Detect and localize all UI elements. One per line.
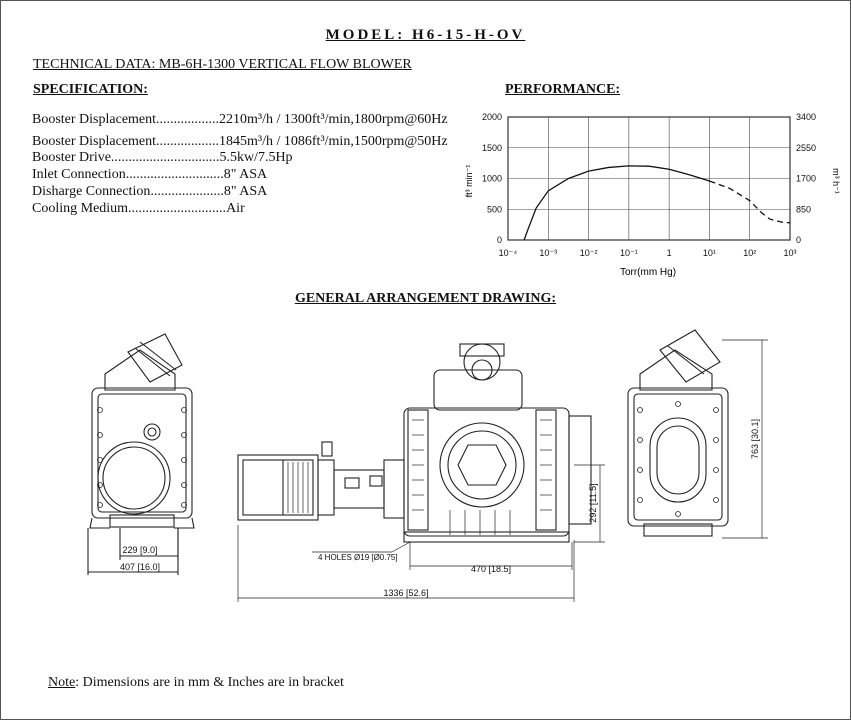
y-tick-label-left: 500 [487, 204, 502, 214]
y-tick-label-left: 2000 [482, 112, 502, 122]
ga-drawing: 229 [9.0] 407 [16.0] 4 HOLES Ø19 [Ø0.75]… [87, 329, 768, 602]
x-tick-label: 10⁻⁴ [499, 248, 518, 258]
note-text: : Dimensions are in mm & Inches are in b… [75, 675, 344, 690]
model-title: MODEL: H6-15-H-OV [325, 27, 526, 43]
y-axis-label-left: ft³ min⁻¹ [464, 165, 474, 198]
spec-row: Booster Drive...........................… [32, 150, 293, 166]
dim-holes: 4 HOLES Ø19 [Ø0.75] [318, 553, 398, 562]
dim-470: 470 [18.5] [471, 564, 511, 574]
y-tick-label-left: 0 [497, 235, 502, 245]
x-axis-label: Torr(mm Hg) [620, 267, 676, 278]
spec-label: Inlet Connection........................… [32, 167, 224, 182]
performance-curve-solid [523, 165, 710, 241]
y-tick-label-left: 1000 [482, 174, 502, 184]
dimension-note: Note: Dimensions are in mm & Inches are … [48, 675, 344, 691]
spec-row: Booster Displacement..................18… [32, 134, 448, 150]
y-tick-label-right: 2550 [796, 143, 816, 153]
dim-1336: 1336 [52.6] [383, 588, 428, 598]
spec-value: 8" ASA [223, 167, 268, 182]
spec-label: Booster Drive...........................… [32, 150, 220, 165]
spec-value: 5.5kw/7.5Hp [219, 150, 293, 165]
chart-grid [507, 116, 791, 241]
spec-value: 1845m³/h / 1086ft³/min,1500rpm@50Hz [219, 134, 448, 149]
x-tick-label: 1 [667, 248, 672, 258]
spec-label: Booster Displacement.................. [32, 134, 220, 149]
y-tick-label-right: 1700 [796, 174, 816, 184]
dim-407: 407 [16.0] [120, 562, 160, 572]
spec-row: Disharge Connection.....................… [32, 184, 267, 200]
x-tick-label: 10¹ [703, 248, 716, 258]
spec-row: Inlet Connection........................… [32, 167, 267, 183]
side-view [237, 343, 592, 543]
technical-data-line: TECHNICAL DATA: MB-6H-1300 VERTICAL FLOW… [33, 57, 412, 72]
performance-heading: PERFORMANCE: [505, 82, 621, 97]
right-end-view [627, 329, 729, 537]
specification-heading: SPECIFICATION: [33, 82, 148, 97]
spec-value: 8" ASA [223, 184, 268, 199]
spec-row: Booster Displacement..................22… [32, 112, 448, 128]
spec-label: Cooling Medium..........................… [32, 201, 227, 216]
dim-763: 763 [30.1] [750, 419, 760, 459]
dimension-lines [237, 339, 768, 602]
dim-292: 292 [11.5] [588, 483, 598, 522]
chart-series [523, 165, 791, 241]
spec-label: Disharge Connection..................... [32, 184, 224, 199]
ga-drawing-heading: GENERAL ARRANGEMENT DRAWING: [294, 291, 557, 306]
spec-value: Air [226, 201, 245, 216]
left-end-view [87, 333, 195, 575]
note-label: Note [48, 675, 76, 690]
y-tick-label-right: 3400 [796, 112, 816, 122]
performance-curve-dashed [709, 180, 791, 224]
x-tick-label: 10⁻³ [539, 248, 557, 258]
x-tick-label: 10⁻¹ [620, 248, 638, 258]
x-tick-label: 10² [743, 248, 756, 258]
y-tick-label-right: 0 [796, 235, 801, 245]
spec-row: Cooling Medium..........................… [32, 201, 245, 217]
spec-value: 2210m³/h / 1300ft³/min,1800rpm@60Hz [219, 112, 448, 127]
spec-label: Booster Displacement.................. [32, 112, 220, 127]
x-tick-label: 10⁻² [580, 248, 598, 258]
y-tick-label-right: 850 [796, 204, 811, 214]
x-tick-label: 10³ [783, 248, 796, 258]
dim-229: 229 [9.0] [122, 545, 157, 555]
y-axis-label-right: m³ h⁻¹ [831, 168, 841, 194]
y-tick-label-left: 1500 [482, 143, 502, 153]
